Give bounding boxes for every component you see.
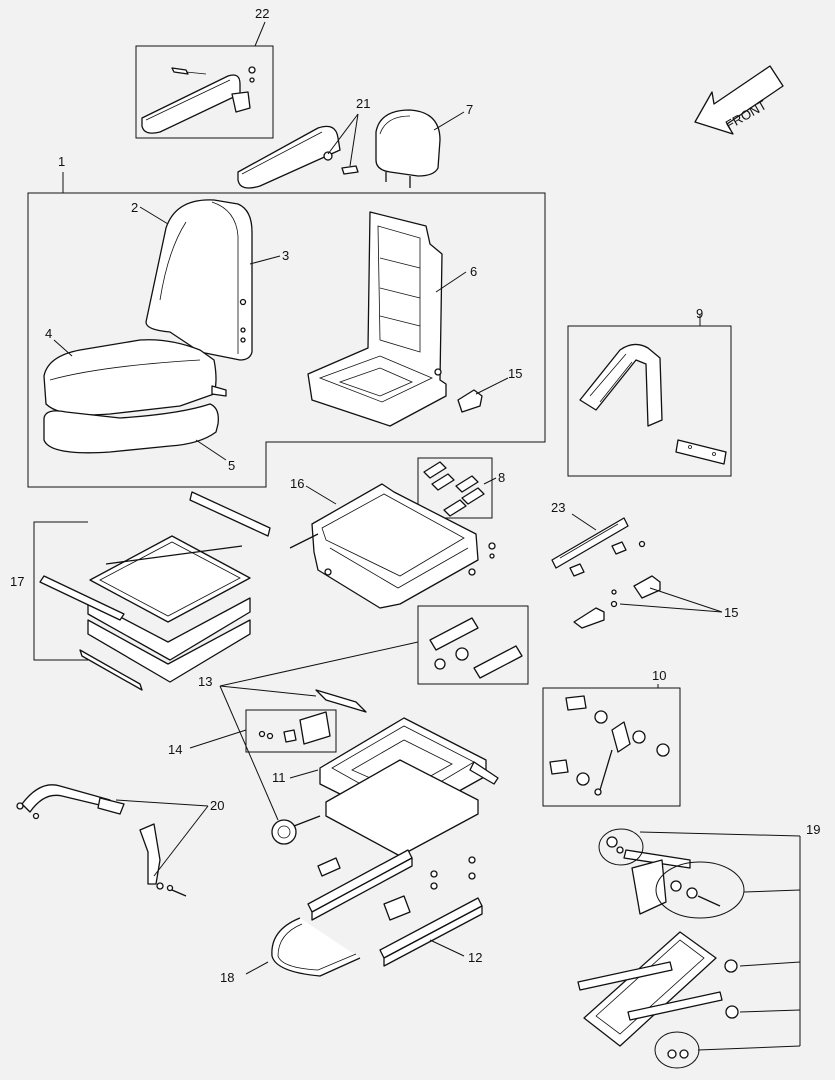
callout-21: 21 bbox=[356, 96, 370, 111]
slide-rail-23 bbox=[551, 513, 646, 577]
front-direction-arrow: FRONT bbox=[694, 65, 784, 135]
callout-3: 3 bbox=[282, 248, 289, 263]
armrest-detail-22 bbox=[135, 21, 274, 139]
armrest-21 bbox=[237, 113, 359, 189]
callout-9: 9 bbox=[696, 306, 703, 321]
callout-10: 10 bbox=[652, 668, 666, 683]
strap-kit-9 bbox=[567, 314, 732, 477]
seat-frame-16 bbox=[289, 483, 496, 609]
seat-belt-20 bbox=[16, 784, 209, 897]
knobs-15-lower bbox=[573, 575, 723, 629]
callout-5: 5 bbox=[228, 458, 235, 473]
shock-absorber-kit-10 bbox=[542, 684, 681, 807]
base-assembly-19 bbox=[577, 828, 801, 1069]
callout-13: 13 bbox=[198, 674, 212, 689]
spring-kit-8 bbox=[417, 457, 497, 519]
callout-20: 20 bbox=[210, 798, 224, 813]
callout-16: 16 bbox=[290, 476, 304, 491]
seat-cushion-4 bbox=[43, 339, 227, 416]
callout-12: 12 bbox=[468, 950, 482, 965]
callout-labels: 1 2 3 4 5 6 7 8 9 10 11 12 13 14 15 15 1… bbox=[10, 6, 820, 985]
bracket-kit-14 bbox=[189, 709, 337, 753]
callout-7: 7 bbox=[466, 102, 473, 117]
seat-pan-17 bbox=[33, 491, 271, 691]
seat-assembly-box-1 bbox=[27, 172, 546, 488]
release-lever-18 bbox=[245, 917, 361, 977]
callout-4: 4 bbox=[45, 326, 52, 341]
callout-1: 1 bbox=[58, 154, 65, 169]
headrest-7 bbox=[375, 109, 465, 188]
callout-15a: 15 bbox=[508, 366, 522, 381]
knob-15-upper bbox=[457, 377, 509, 413]
callout-8: 8 bbox=[498, 470, 505, 485]
callout-22: 22 bbox=[255, 6, 269, 21]
callout-6: 6 bbox=[470, 264, 477, 279]
callout-14: 14 bbox=[168, 742, 182, 757]
spring-kit-13 bbox=[219, 605, 529, 821]
callout-17: 17 bbox=[10, 574, 24, 589]
seat-cushion-5 bbox=[43, 403, 227, 461]
callout-15b: 15 bbox=[724, 605, 738, 620]
callout-19: 19 bbox=[806, 822, 820, 837]
backrest-cushion-2 bbox=[139, 199, 281, 361]
slide-rails-12 bbox=[307, 849, 483, 967]
callout-18: 18 bbox=[220, 970, 234, 985]
callout-23: 23 bbox=[551, 500, 565, 515]
callout-2: 2 bbox=[131, 200, 138, 215]
callout-11: 11 bbox=[272, 770, 286, 785]
suspension-11 bbox=[271, 717, 499, 857]
backrest-frame-6 bbox=[307, 211, 467, 427]
